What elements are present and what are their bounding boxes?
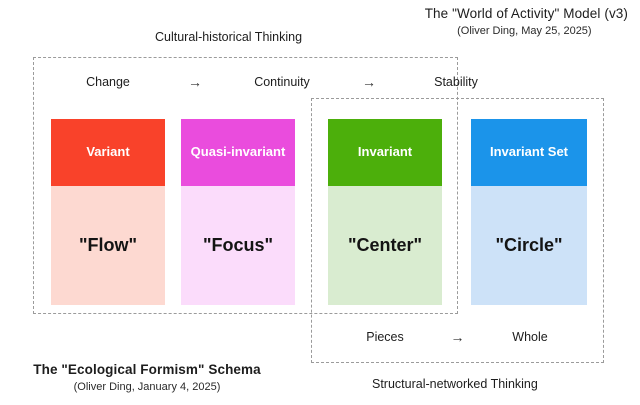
relation-term-whole: Whole: [512, 330, 548, 344]
card-body-center: "Center": [328, 186, 442, 305]
structural-networked-thinking-label: Structural-networked Thinking: [372, 377, 538, 391]
card-body-circle: "Circle": [471, 186, 587, 305]
model-title-block: The "World of Activity" Model (v3) (Oliv…: [425, 6, 628, 37]
schema-credit: (Oliver Ding, January 4, 2025): [73, 381, 221, 393]
concept-card-invariant-set: Invariant Set "Circle": [471, 119, 587, 305]
schema-title: The "Ecological Formism" Schema: [33, 362, 261, 377]
bottom-relation-row: Pieces → Whole: [328, 329, 587, 345]
card-body-flow: "Flow": [51, 186, 165, 305]
concept-card-invariant: Invariant "Center": [328, 119, 442, 305]
concept-card-quasi-invariant: Quasi -invariant "Focus": [181, 119, 295, 305]
cultural-historical-frame: [33, 57, 458, 314]
arrow-right-icon: →: [450, 329, 465, 345]
card-head-line-2: -invariant: [226, 144, 286, 160]
card-head-variant: Variant: [51, 119, 165, 186]
structural-networked-frame: [311, 98, 604, 363]
card-head-line-1: Quasi: [190, 144, 227, 160]
card-head-invariant-set: Invariant Set: [471, 119, 587, 186]
arrow-right-icon: →: [188, 74, 202, 90]
top-relation-row: Change → Continuity → Stability: [51, 74, 587, 90]
cultural-historical-thinking-label: Cultural-historical Thinking: [155, 30, 303, 44]
card-head-invariant: Invariant: [328, 119, 442, 186]
card-body-focus: "Focus": [181, 186, 295, 305]
schema-title-block: The "Ecological Formism" Schema (Oliver …: [22, 362, 272, 393]
relation-term-stability: Stability: [434, 75, 478, 89]
concept-card-variant: Variant "Flow": [51, 119, 165, 305]
model-credit: (Oliver Ding, May 25, 2025): [457, 25, 592, 37]
model-title: The "World of Activity" Model (v3): [424, 6, 628, 21]
relation-term-continuity: Continuity: [254, 75, 310, 89]
arrow-right-icon: →: [362, 74, 376, 90]
relation-term-pieces: Pieces: [366, 330, 404, 344]
card-head-quasi-invariant: Quasi -invariant: [181, 119, 295, 186]
relation-term-change: Change: [86, 75, 130, 89]
